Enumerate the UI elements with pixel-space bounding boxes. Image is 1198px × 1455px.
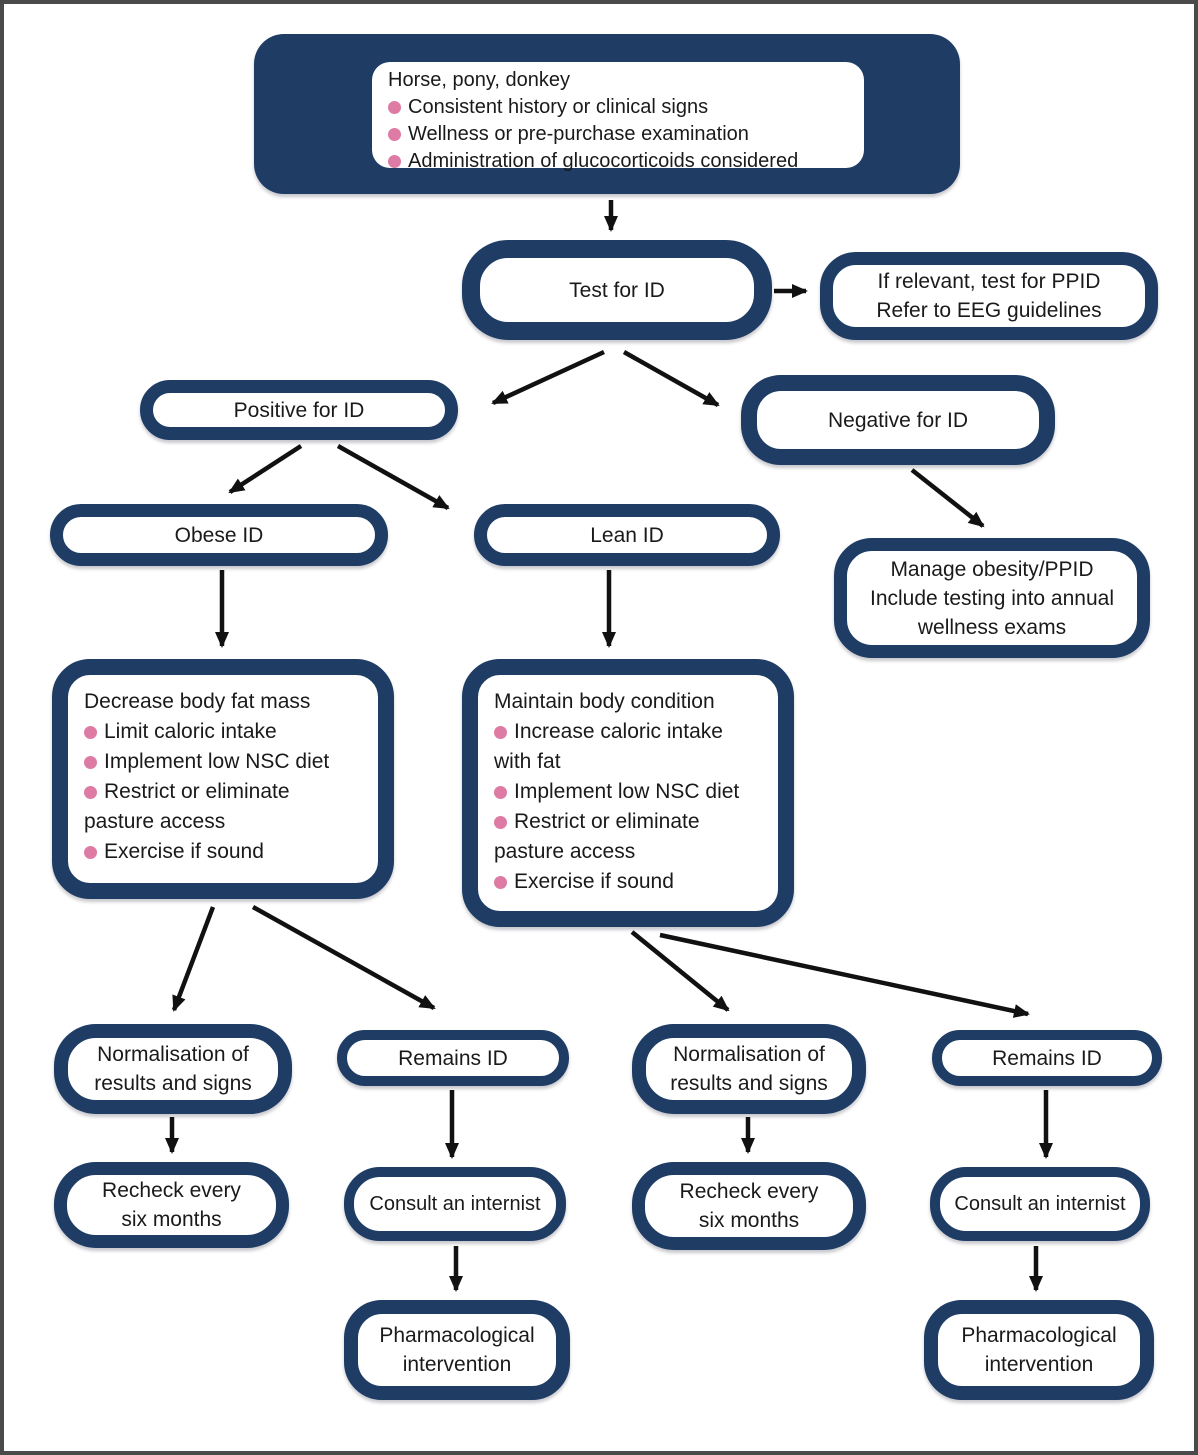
node-recheck-right: Recheck every six months	[632, 1162, 866, 1250]
node-recheck-left: Recheck every six months	[54, 1162, 289, 1248]
node-label: Negative for ID	[827, 408, 969, 432]
bullet-item: Limit caloric intake	[84, 717, 277, 747]
bullet-item: Exercise if sound	[494, 867, 674, 897]
node-pharma-left: Pharmacological intervention	[344, 1300, 570, 1400]
bullet-item: Restrict or eliminate pasture access	[494, 810, 700, 863]
node-normalisation-right: Normalisation of results and signs	[632, 1024, 866, 1114]
bullet-icon	[388, 155, 401, 168]
bullet-item: Increase caloric intake with fat	[494, 720, 723, 773]
bullet-icon	[388, 101, 401, 114]
node-manage-obesity: Manage obesity/PPID Include testing into…	[834, 538, 1150, 658]
node-label: Obese ID	[174, 523, 264, 547]
node-line: intervention	[984, 1353, 1094, 1376]
flow-arrows	[165, 200, 1053, 1292]
node-label: Remains ID	[992, 1046, 1102, 1070]
arrow-test-to-negative	[622, 350, 720, 407]
bullet-item: Implement low NSC diet	[84, 747, 329, 777]
node-obese-id: Obese ID	[50, 504, 388, 566]
node-line: wellness exams	[917, 615, 1067, 639]
node-line: Recheck every	[102, 1179, 241, 1202]
arrow-decrease-to-normalisation-left	[171, 906, 216, 1012]
node-line: Include testing into annual	[869, 586, 1114, 610]
bullet-item: Exercise if sound	[84, 837, 264, 867]
node-line: intervention	[402, 1353, 512, 1376]
node-start-panel: Horse, pony, donkey Consistent history o…	[372, 62, 864, 172]
node-line: Normalisation of	[97, 1043, 249, 1066]
arrow-maintain-to-normalisation-right	[630, 930, 730, 1012]
arrow-positive-to-lean	[336, 444, 450, 510]
node-ppid: If relevant, test for PPID Refer to EEG …	[820, 252, 1158, 340]
node-positive-for-id: Positive for ID	[140, 380, 458, 440]
bullet-icon	[388, 128, 401, 141]
node-heading: Maintain body condition	[494, 690, 715, 713]
node-pharma-right: Pharmacological intervention	[924, 1300, 1154, 1400]
bullet-item: Administration of glucocorticoids consid…	[388, 148, 848, 175]
node-label: Consult an internist	[954, 1192, 1126, 1215]
bullet-icon	[494, 816, 507, 829]
arrow-negative-to-manage	[910, 468, 985, 528]
node-decrease-body-fat: Decrease body fat mass Limit caloric int…	[52, 659, 394, 899]
bullet-item: Wellness or pre-purchase examination	[388, 121, 848, 148]
node-negative-for-id: Negative for ID	[741, 375, 1055, 465]
node-consult-internist-right: Consult an internist	[930, 1167, 1150, 1241]
arrow-decrease-to-remains-left	[251, 905, 436, 1010]
bullet-icon	[494, 726, 507, 739]
node-label: Lean ID	[590, 523, 664, 547]
arrow-positive-to-obese	[228, 444, 303, 494]
bullet-icon	[494, 876, 507, 889]
node-start-heading: Horse, pony, donkey	[388, 69, 570, 91]
arrow-maintain-to-remains-right	[659, 932, 1030, 1018]
node-remains-id-left: Remains ID	[337, 1030, 569, 1086]
node-lean-id: Lean ID	[474, 504, 780, 566]
bullet-item: Implement low NSC diet	[494, 777, 739, 807]
node-heading: Decrease body fat mass	[84, 690, 311, 713]
node-line: Refer to EEG guidelines	[876, 299, 1102, 322]
node-normalisation-left: Normalisation of results and signs	[54, 1024, 292, 1114]
node-line: If relevant, test for PPID	[877, 270, 1101, 293]
bullet-icon	[84, 846, 97, 859]
node-line: Recheck every	[679, 1180, 819, 1203]
bullet-item: Consistent history or clinical signs	[388, 94, 848, 121]
bullet-icon	[494, 786, 507, 799]
arrow-test-to-positive	[491, 349, 605, 406]
node-maintain-body-condition: Maintain body condition Increase caloric…	[462, 659, 794, 927]
node-line: six months	[121, 1208, 222, 1231]
node-line: six months	[698, 1209, 800, 1232]
node-label: Positive for ID	[233, 398, 365, 422]
node-remains-id-right: Remains ID	[932, 1030, 1162, 1086]
node-line: results and signs	[94, 1072, 252, 1095]
node-line: Pharmacological	[379, 1324, 535, 1347]
bullet-icon	[84, 726, 97, 739]
node-start: Horse, pony, donkey Consistent history o…	[254, 34, 960, 194]
node-line: results and signs	[670, 1072, 828, 1095]
bullet-item: Restrict or eliminate pasture access	[84, 780, 290, 833]
node-line: Normalisation of	[673, 1043, 825, 1066]
node-line: Pharmacological	[961, 1324, 1117, 1347]
node-label: Consult an internist	[369, 1192, 541, 1215]
bullet-icon	[84, 756, 97, 769]
node-line: Manage obesity/PPID	[890, 557, 1094, 581]
node-test-for-id: Test for ID	[462, 240, 772, 340]
node-label: Remains ID	[398, 1046, 508, 1070]
node-label: Test for ID	[569, 278, 665, 302]
node-consult-internist-left: Consult an internist	[344, 1167, 566, 1241]
bullet-icon	[84, 786, 97, 799]
